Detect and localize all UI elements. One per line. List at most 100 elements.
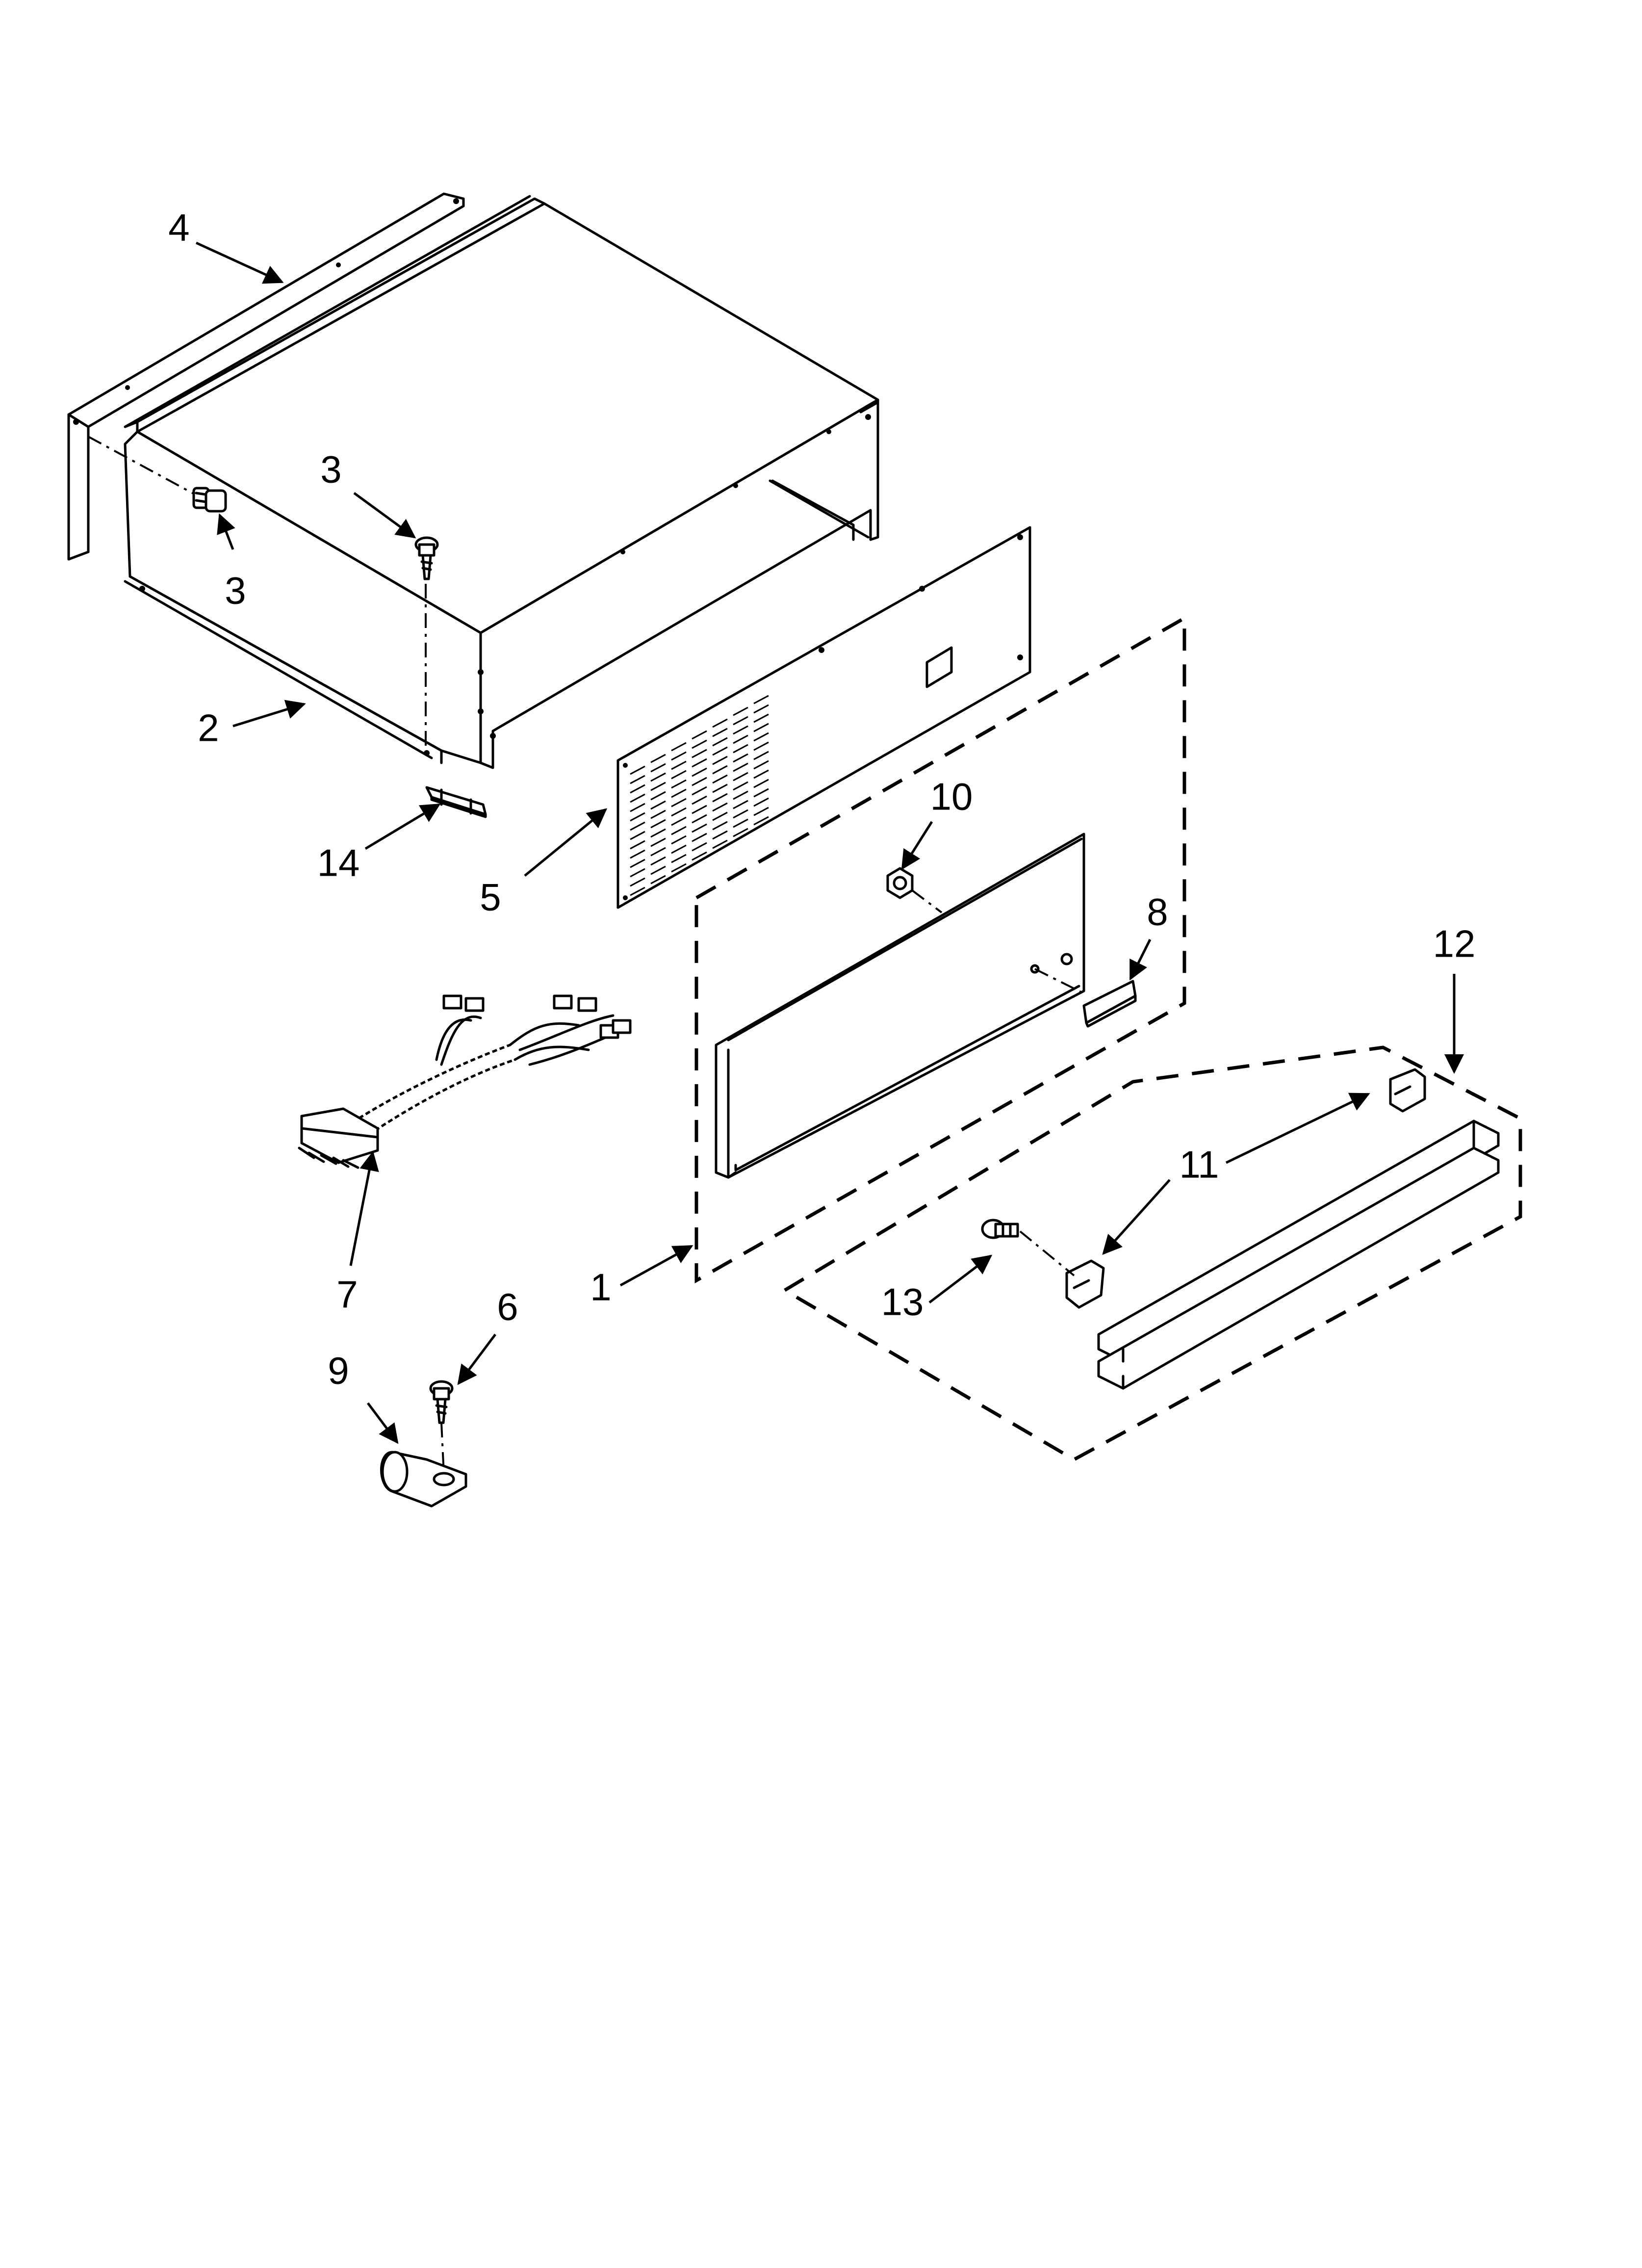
grille-slot (753, 807, 769, 816)
grille-slot (733, 828, 748, 837)
grille-slot (753, 695, 769, 704)
front-panel-part (715, 833, 1085, 1179)
grille-slot (692, 851, 707, 861)
callout-11: 11 (1180, 1143, 1219, 1186)
grille-slot (712, 728, 728, 737)
grille-slot (753, 797, 769, 807)
grille-slot (630, 784, 645, 794)
callout-3b: 3 (225, 569, 246, 612)
grille-slot (712, 756, 728, 765)
screw-part-6 (429, 1380, 454, 1475)
grille-slot (733, 762, 748, 772)
grille-slot (671, 844, 687, 854)
grille-slot (650, 837, 666, 847)
grille-slot (650, 847, 666, 857)
grille-slot (733, 706, 748, 716)
grille-slot (630, 765, 645, 775)
grille-slot (733, 734, 748, 744)
grille-slot (753, 713, 769, 723)
grille-slot (650, 772, 666, 782)
grille-slot (712, 718, 728, 728)
grille-slot (630, 886, 645, 896)
grille-slot (712, 783, 728, 793)
grille-slot (630, 793, 645, 803)
callout-5: 5 (480, 876, 501, 919)
grille-slot (712, 802, 728, 812)
grille-slot (650, 800, 666, 810)
grille-slot (712, 839, 728, 849)
grille-slot (692, 777, 707, 786)
grille-slot (733, 781, 748, 791)
grille-slot (692, 786, 707, 796)
grille-slot (692, 730, 707, 740)
grille-slot (671, 760, 687, 770)
grille-slot (671, 798, 687, 808)
grille-slot (692, 823, 707, 833)
grille-slot (630, 803, 645, 812)
grille-slot (712, 811, 728, 821)
screw-part-top (414, 536, 439, 580)
callout-2: 2 (198, 706, 219, 750)
callout-12: 12 (1433, 922, 1476, 965)
grille-slot (650, 782, 666, 791)
grille-slot (733, 716, 748, 726)
grille-slot (671, 807, 687, 817)
callout-8: 8 (1147, 890, 1168, 934)
callout-10: 10 (930, 775, 973, 818)
grille-slot (630, 877, 645, 887)
callout-7: 7 (336, 1273, 358, 1316)
nut-part (886, 867, 914, 899)
grille-slot (630, 812, 645, 822)
grille-slot (733, 753, 748, 763)
grille-slot (671, 835, 687, 845)
callout-9: 9 (328, 1349, 349, 1392)
grille-slot (712, 774, 728, 784)
grille-slot (671, 779, 687, 789)
grille-slot (630, 821, 645, 831)
grille-slot (650, 828, 666, 838)
grille-slot (733, 744, 748, 754)
grille-slot (733, 772, 748, 782)
grille-slot (753, 732, 769, 742)
grille-slot (753, 741, 769, 751)
grille-slot (650, 856, 666, 866)
grille-slot (712, 793, 728, 803)
leader-arrows (195, 241, 1464, 1444)
grille-slot (671, 854, 687, 863)
trim-bar-part (1097, 1120, 1500, 1390)
grille-slot (671, 788, 687, 798)
button-part (1082, 980, 1137, 1028)
grille-slot (671, 863, 687, 873)
grille-slot (671, 826, 687, 835)
grille-slot (630, 831, 645, 840)
grille-slot (733, 725, 748, 735)
grille-slot (692, 758, 707, 768)
callout-13: 13 (881, 1280, 924, 1324)
grille-slot (650, 865, 666, 875)
grille-slot (692, 767, 707, 777)
grille-slot (753, 779, 769, 788)
grille-slot (650, 791, 666, 801)
grille-slot (692, 833, 707, 842)
grille-slot (692, 795, 707, 805)
screw-part-left (192, 487, 227, 513)
grille-slot (753, 751, 769, 760)
clip-part (425, 786, 487, 818)
callout-4: 4 (168, 206, 189, 249)
kit-outline-1 (694, 615, 1186, 1284)
grille-slot (712, 765, 728, 775)
grille-slot (671, 816, 687, 826)
grille-slot (630, 775, 645, 784)
grille-slot (650, 875, 666, 885)
wire-harness-part (298, 994, 632, 1169)
grille-slot (753, 816, 769, 826)
grille-slot (630, 849, 645, 859)
grille-slot (733, 800, 748, 809)
clamp-part (380, 1451, 467, 1508)
grille-slot (733, 809, 748, 819)
callout-6: 6 (497, 1285, 518, 1329)
grille-slot (753, 769, 769, 779)
bracket-part-upper (1389, 1068, 1426, 1113)
grille-slot (692, 842, 707, 852)
